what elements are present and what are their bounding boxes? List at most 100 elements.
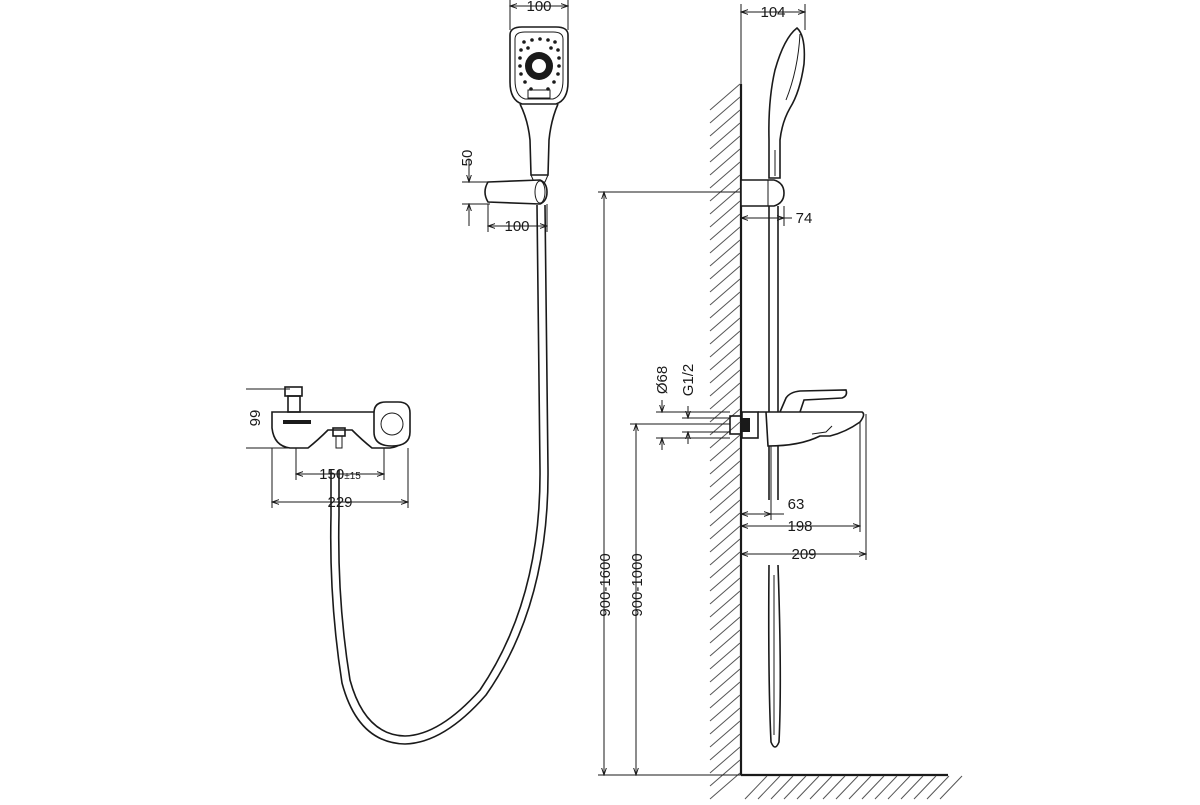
dim-holder-width: 100 [488,204,547,235]
wall-hatch-line [709,499,741,527]
wall-hatch-line [709,343,741,371]
profile-head-label: 104 [760,4,785,21]
floor-hatch-line [809,775,833,800]
wall-hatch-line [709,512,741,540]
spout-label: 198 [787,518,812,535]
wall-hatch-line [709,473,741,501]
shower-hose [329,204,549,745]
floor-hatch-line [874,775,898,800]
wall-hatch-line [709,772,741,800]
dim-holder-height: 50 [459,150,490,226]
wall-hatch-line [709,577,741,605]
wall-hatch-line [709,200,741,228]
wall-hatch-line [709,122,741,150]
wall-hatch-line [709,590,741,618]
wall-hatch-line [709,83,741,111]
wall-hatch-line [709,330,741,358]
wall-hatch-line [709,694,741,722]
wall-hatch-line [709,317,741,345]
wall-section [709,83,963,800]
dim-head-width: 100 [510,0,568,30]
dim-profile-head: 104 [741,4,805,84]
wall-hatch-line [709,174,741,202]
dim-mixer-centers: 150±15 [296,448,384,483]
holder-width-label: 100 [504,218,529,235]
floor-hatch-line [835,775,859,800]
dim-spout: 198 [741,422,860,535]
wall-hatch-line [709,291,741,319]
wall-hatch-line [709,304,741,332]
head-width-label: 100 [526,0,551,15]
wall-hatch-line [709,252,741,280]
wall-hatch-line [709,109,741,137]
mixer-front [271,386,411,449]
wall-hatch-line [709,525,741,553]
wall-holder-profile [740,179,785,207]
mixer-range-label: 900-1000 [629,553,646,616]
wall-hatch-line [709,642,741,670]
wall-hatch-line [709,655,741,683]
wall-hatch-line [709,668,741,696]
wall-hatch-line [709,629,741,657]
profile-holder-label: 74 [796,210,813,227]
wall-hatch-line [709,733,741,761]
wall-hatch-line [709,356,741,384]
thread-label: G1/2 [680,364,697,397]
floor-hatch-line [822,775,846,800]
holder-range-label: 900-1600 [597,553,614,616]
wall-hatch-line [709,720,741,748]
wall-hatch-line [709,239,741,267]
wall-hatch-line [709,421,741,449]
wall-hatch-line [709,746,741,774]
wall-hatch-line [709,278,741,306]
wall-hatch-line [709,564,741,592]
mixer-centers-tolerance: ±15 [344,471,361,482]
wall-hatch-line [709,759,741,787]
mixer-profile [729,389,865,447]
wall-hatch-line [709,447,741,475]
dim-profile-holder: 74 [741,206,812,227]
wall-hatch-line [709,460,741,488]
outlet-label: 63 [788,496,805,513]
dim-mixer-width: 229 [272,448,408,511]
mixer-width-label: 229 [327,494,352,511]
wall-hatch-line [709,603,741,631]
wall-hatch-line [709,538,741,566]
hand-shower-profile [768,26,806,179]
floor-hatch-line [757,775,781,800]
floor-hatch-line [848,775,872,800]
wall-hatch-line [709,265,741,293]
wall-hatch-line [709,551,741,579]
total-depth-label: 209 [791,546,816,563]
hose-profile [767,206,782,748]
dim-total-depth: 209 [741,414,866,563]
holder-height-label: 50 [459,150,476,167]
floor-hatch-line [900,775,924,800]
wall-holder-front [484,179,548,205]
dim-thread: G1/2 [680,364,730,444]
floor-hatch-line [783,775,807,800]
wall-hatch-line [709,135,741,163]
floor-hatch-line [926,775,950,800]
dim-mixer-height-range: 900-1000 [629,424,730,775]
dim-mixer-height: 66 [246,388,290,449]
flange-label: Ø68 [654,366,671,394]
dim-outlet: 63 [741,446,804,520]
floor-hatch-line [744,775,768,800]
mixer-centers-label: 150 [319,466,344,483]
floor-hatch-line [796,775,820,800]
floor-hatch-line [861,775,885,800]
dim-flange: Ø68 [654,366,730,450]
wall-hatch-line [709,382,741,410]
wall-hatch-line [709,213,741,241]
wall-hatch-line [709,226,741,254]
wall-hatch-line [709,434,741,462]
mixer-height-label: 66 [246,410,263,427]
wall-hatch-line [709,616,741,644]
hand-shower-front [509,26,569,183]
svg-text:150±15: 150±15 [319,466,361,483]
floor-hatch-line [770,775,794,800]
wall-hatch-line [709,408,741,436]
wall-hatch-line [709,486,741,514]
